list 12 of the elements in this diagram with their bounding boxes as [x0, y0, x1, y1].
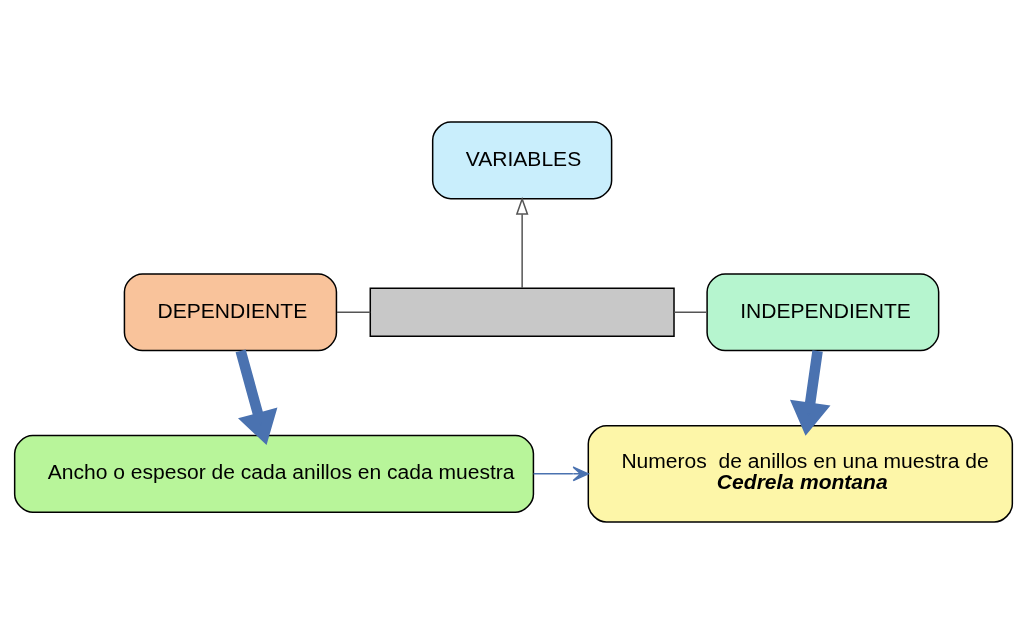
connector: [673, 311, 708, 313]
node-bar: [369, 287, 675, 338]
arrow: [532, 466, 590, 482]
arrow: [790, 350, 831, 436]
node-box: VARIABLES: [431, 121, 613, 200]
node-box: Numeros de anillos en una muestra de Cedrela montana: [587, 425, 1014, 523]
node-box: DEPENDIENTE: [123, 273, 338, 352]
connector: [336, 311, 371, 313]
arrow: [515, 196, 529, 289]
node-box: Ancho o espesor de cada anillos en cada muestra: [13, 434, 535, 513]
arrow: [235, 349, 278, 446]
node-box: INDEPENDIENTE: [706, 273, 940, 352]
